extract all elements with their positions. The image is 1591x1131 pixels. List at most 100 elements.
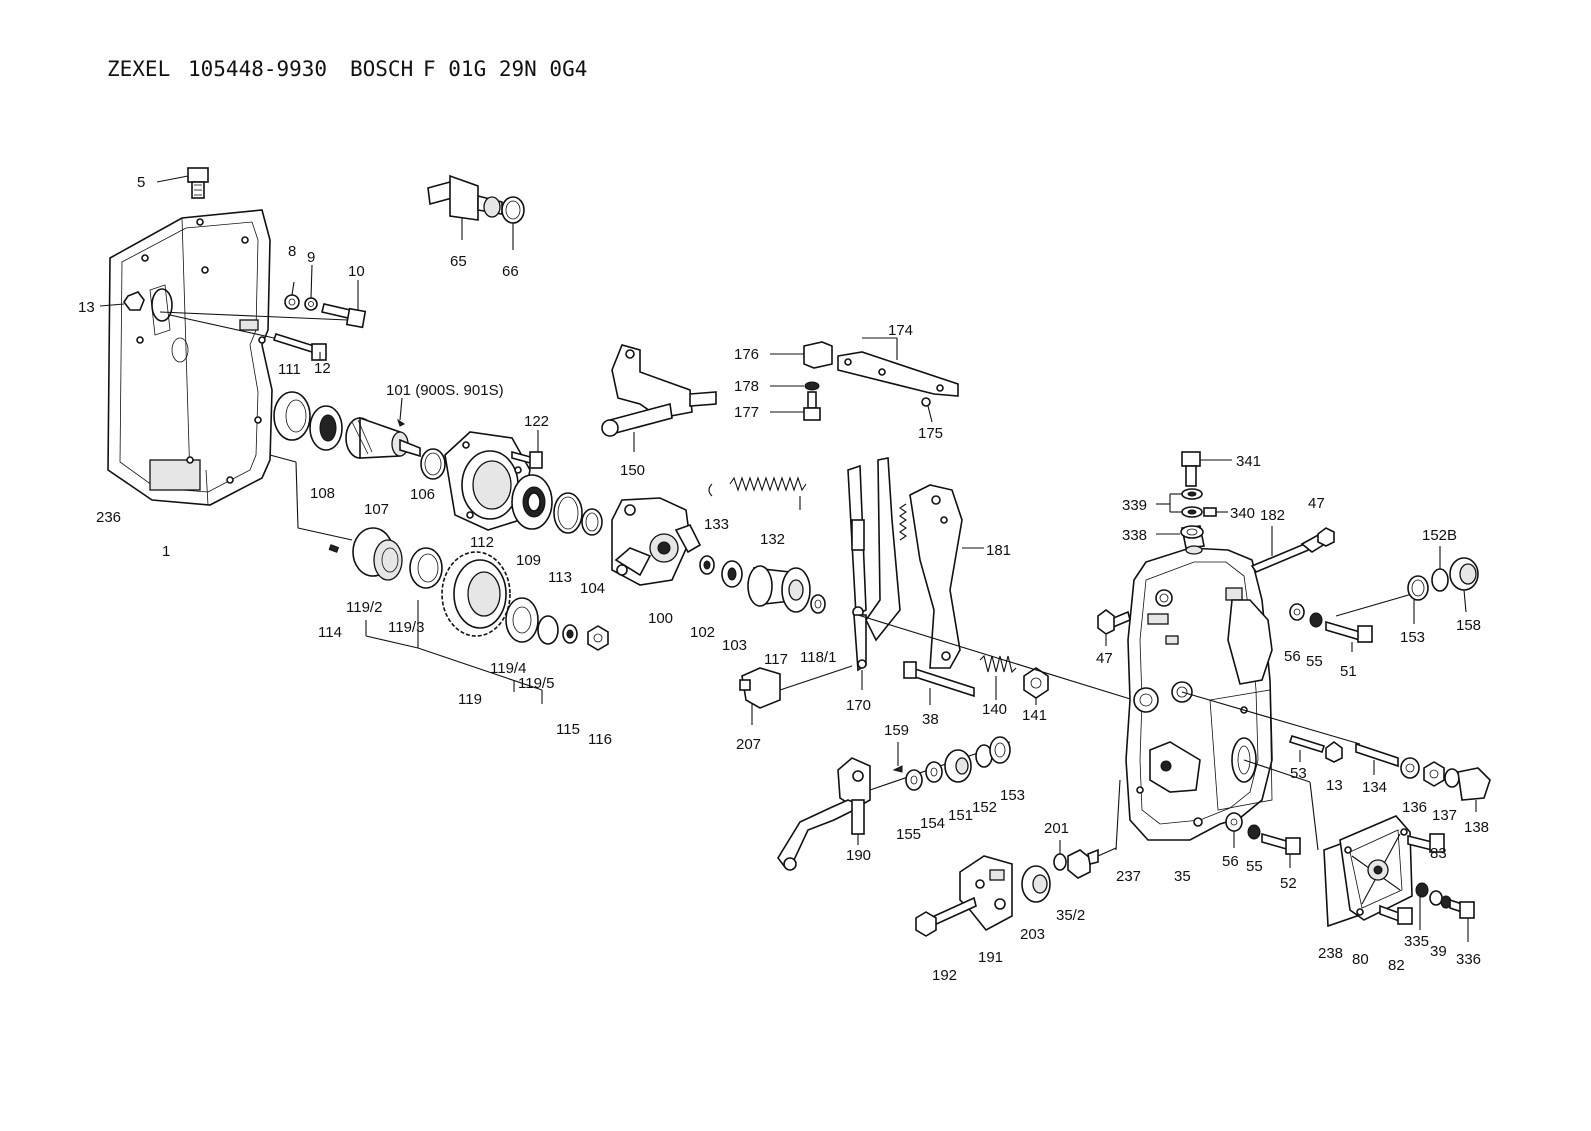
plug-part-340 — [1203, 507, 1228, 517]
bushing-part-203 — [1021, 865, 1051, 903]
label-236: 236 — [96, 509, 121, 526]
governor-housing-part-35 — [1125, 525, 1273, 841]
label-170: 170 — [846, 697, 871, 714]
bolt-part-52 — [1261, 832, 1301, 868]
label-207: 207 — [736, 736, 761, 753]
label-137: 137 — [1432, 807, 1457, 824]
label-150: 150 — [620, 462, 645, 479]
screw-part-47-lower — [1097, 609, 1131, 646]
label-102: 102 — [690, 624, 715, 641]
label-10: 10 — [348, 263, 365, 280]
label-178: 178 — [734, 378, 759, 395]
label-47-upper: 47 — [1308, 495, 1325, 512]
spring-bracket-part-181 — [899, 484, 984, 669]
nut-part-13-left — [99, 291, 145, 311]
cap-nut-part-138 — [1457, 767, 1491, 812]
washer-part-155 — [905, 769, 923, 791]
label-100: 100 — [648, 610, 673, 627]
label-152: 152 — [972, 799, 997, 816]
bushing-part-151 — [944, 749, 972, 783]
label-117: 117 — [764, 651, 788, 668]
flyweight-assembly-part-100 — [611, 497, 702, 586]
axis-line-left — [269, 454, 543, 704]
label-136: 136 — [1402, 799, 1427, 816]
label-153-upper: 153 — [1400, 629, 1425, 646]
hub-part-119-2 — [352, 527, 403, 581]
label-35: 35 — [1174, 868, 1191, 885]
label-339: 339 — [1122, 497, 1147, 514]
circlip-part-113 — [553, 492, 583, 534]
washer-part-39 — [1429, 890, 1452, 909]
label-38: 38 — [922, 711, 939, 728]
label-55-lower: 55 — [1246, 858, 1263, 875]
leader-153-upper — [1335, 593, 1413, 617]
label-119: 119 — [458, 691, 482, 708]
timing-gear-part-119 — [441, 551, 511, 637]
washer-part-55-lower — [1247, 824, 1261, 840]
spring-part-132 — [729, 476, 807, 510]
pin-part-159 — [892, 742, 903, 773]
label-51: 51 — [1340, 663, 1357, 680]
label-141: 141 — [1022, 707, 1047, 724]
label-203: 203 — [1020, 926, 1045, 943]
label-138: 138 — [1464, 819, 1489, 836]
front-housing-part-1 — [107, 209, 273, 506]
o-ring-part-201 — [1053, 840, 1067, 871]
screw-part-53 — [1288, 735, 1326, 762]
bolt-part-12 — [169, 314, 327, 361]
key-part-101 — [397, 397, 405, 427]
label-151: 151 — [948, 807, 973, 824]
label-182: 182 — [1260, 507, 1285, 524]
seal-part-338 — [1156, 525, 1204, 539]
label-338: 338 — [1122, 527, 1147, 544]
plug-part-5 — [156, 167, 209, 199]
label-340: 340 — [1230, 505, 1255, 522]
label-119-3: 119/3 — [388, 619, 424, 636]
label-106: 106 — [410, 486, 435, 503]
label-122: 122 — [524, 413, 549, 430]
nut-part-116 — [587, 625, 609, 651]
label-35-2: 35/2 — [1056, 907, 1085, 924]
label-108: 108 — [310, 485, 335, 502]
label-175: 175 — [918, 425, 943, 442]
bolt-part-51 — [1325, 620, 1373, 652]
label-119-5: 119/5 — [518, 675, 554, 692]
bolt-part-192 — [915, 896, 977, 937]
nut-part-175 — [921, 397, 933, 423]
header-part-number-bosch: F 01G 29N 0G4 — [423, 57, 587, 81]
header-brand-zexel: ZEXEL — [107, 57, 170, 81]
label-191: 191 — [978, 949, 1003, 966]
washer-part-335 — [1415, 882, 1429, 930]
bushing-part-111 — [273, 391, 311, 441]
seal-part-153-upper — [1407, 575, 1429, 624]
label-116: 116 — [588, 731, 612, 748]
label-82: 82 — [1388, 957, 1405, 974]
ring-part-104 — [581, 508, 603, 536]
lever-shaft-part-150 — [601, 344, 717, 452]
axis-line-middle — [857, 614, 1141, 703]
label-176: 176 — [734, 346, 759, 363]
label-159: 159 — [884, 722, 909, 739]
label-9: 9 — [307, 249, 315, 266]
cap-part-158 — [1449, 557, 1479, 613]
plug-part-35-2 — [1067, 847, 1117, 879]
label-113: 113 — [548, 569, 572, 586]
bolt-part-341 — [1181, 451, 1232, 487]
washer-part-136 — [1400, 757, 1420, 779]
screw-part-47-upper — [1300, 527, 1335, 553]
pin-part-133 — [708, 483, 713, 497]
washer-part-178 — [770, 381, 820, 391]
label-111: 111 — [278, 361, 301, 378]
screw-part-134 — [1355, 742, 1399, 775]
cover-part-80 — [1339, 815, 1413, 921]
part-number-labels: 5 13 8 9 10 12 111 108 107 101 (900S. 90… — [78, 174, 1489, 984]
bolt-part-83 — [1407, 833, 1445, 853]
label-53: 53 — [1290, 765, 1307, 782]
label-119-4: 119/4 — [490, 660, 526, 677]
label-134: 134 — [1362, 779, 1387, 796]
label-56-lower: 56 — [1222, 853, 1239, 870]
nut-part-141 — [1023, 667, 1049, 705]
label-107: 107 — [364, 501, 389, 518]
header-brand-bosch: BOSCH — [350, 57, 413, 81]
